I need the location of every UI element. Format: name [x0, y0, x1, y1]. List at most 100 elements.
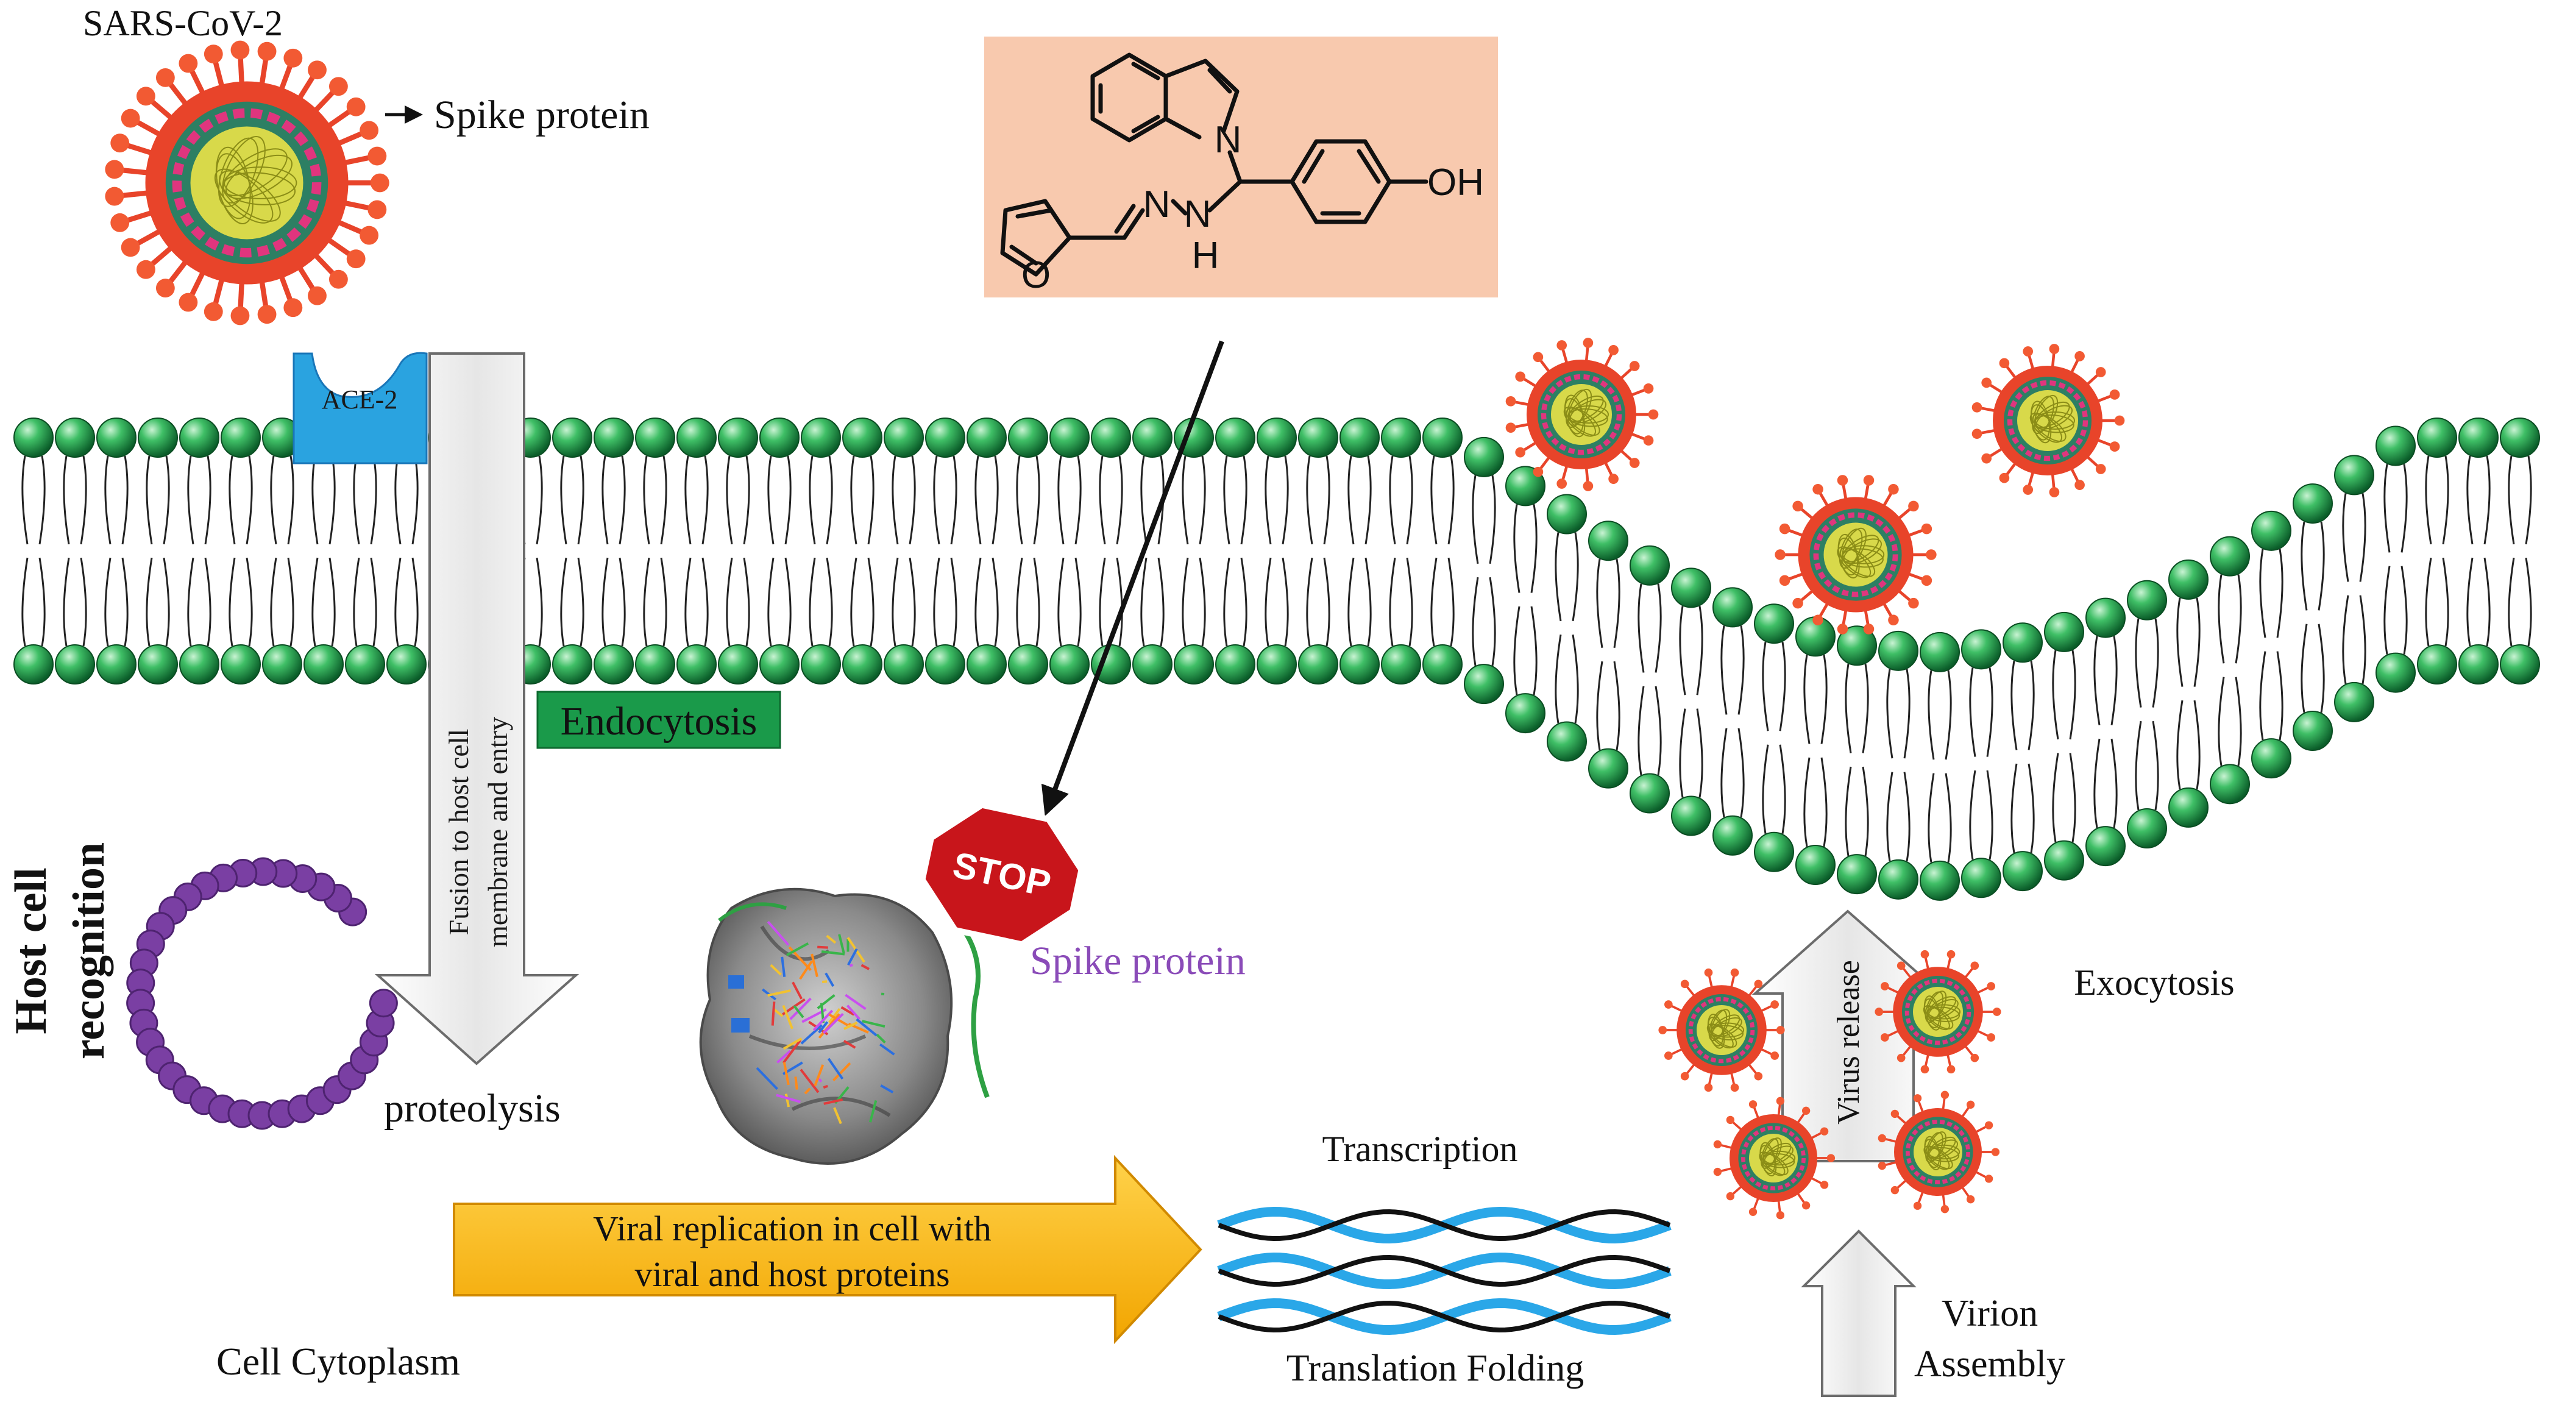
atom-n1: N: [1215, 119, 1242, 161]
lipid-tail: [1430, 455, 1455, 545]
lipid-head: [1837, 625, 1877, 666]
lipid-head: [1920, 631, 1960, 672]
ligand-bond: [782, 1004, 793, 1029]
lipid-tail: [1099, 455, 1123, 545]
lipid-tail: [1928, 773, 1952, 863]
stop-sign: STOP: [919, 802, 1085, 948]
virion-capsid: [1904, 978, 1971, 1045]
lipid-tail: [2259, 549, 2283, 638]
spike-tip: [1776, 1097, 1785, 1105]
lipid-tail: [1762, 641, 1786, 731]
spike-tip: [2095, 464, 2106, 474]
inhibitor-molecule: N N N H O OH: [984, 37, 1498, 297]
lipid-tail: [1265, 557, 1289, 647]
ligand-bond: [827, 1058, 844, 1080]
transcription-label: Transcription: [1322, 1129, 1517, 1169]
rna-coil: [1837, 533, 1859, 576]
spike-tip: [2109, 389, 2120, 400]
spike-tip: [346, 97, 366, 116]
lipid-head: [884, 418, 924, 458]
lipid-head: [1422, 418, 1463, 458]
lipid-head: [1630, 773, 1670, 814]
virion-capsid: [1813, 512, 1898, 597]
spike-tip: [1908, 500, 1919, 512]
lipid-head: [1215, 644, 1255, 684]
lipid-head: [2003, 851, 2043, 892]
spike-tip: [308, 60, 327, 80]
lipid-head: [221, 644, 261, 684]
lipid-head: [55, 418, 95, 458]
virion-capsid: [1741, 1126, 1806, 1190]
spike-tip: [1505, 422, 1516, 433]
ligand-bond: [843, 1021, 858, 1030]
spike-tip: [1863, 624, 1875, 635]
lipid-head: [2500, 644, 2540, 684]
lipid-tail: [2010, 763, 2035, 853]
rna-coil: [2034, 394, 2059, 432]
spike-tip: [1505, 396, 1516, 407]
lipid-tail: [933, 557, 957, 647]
lipid-tail: [311, 455, 336, 545]
spike-tip: [1921, 523, 1932, 535]
lipid-tail: [2135, 720, 2159, 811]
lipid-head: [635, 644, 675, 684]
spike-tip: [1970, 961, 1979, 970]
spike-tip: [1880, 1033, 1889, 1042]
atom-h: H: [1192, 235, 1219, 277]
ligand-bond: [776, 1093, 801, 1103]
lipid-head: [1961, 629, 2001, 670]
ligand-bond: [804, 1087, 811, 1095]
lipid-head: [2085, 597, 2126, 638]
lipid-head: [345, 644, 385, 684]
spike-tip: [1971, 402, 1982, 413]
rna-coil: [1841, 527, 1867, 567]
spike-tip: [1680, 1072, 1689, 1081]
lipid-tail: [1596, 558, 1620, 648]
spike-tip: [328, 269, 348, 289]
ligand-bond: [800, 1024, 823, 1045]
lipid-head: [386, 644, 427, 684]
ligand-bond: [822, 1012, 844, 1034]
spike-tip: [1730, 1083, 1739, 1092]
spike-tip: [1999, 472, 2010, 483]
lipid-tail: [1306, 455, 1330, 545]
spike-tip: [1908, 597, 1919, 609]
lipid-tail: [394, 455, 419, 545]
lipid-tail: [2218, 574, 2242, 664]
lipid-tail: [2342, 493, 2366, 582]
spike-tip: [1940, 1205, 1950, 1214]
lipid-head: [96, 418, 137, 458]
spike-tip: [1792, 597, 1803, 609]
spike-tip: [105, 187, 124, 206]
lipid-tail: [1389, 557, 1413, 647]
lipid-head: [1712, 587, 1753, 628]
rna-coil: [1924, 1136, 1940, 1168]
spike-tip: [230, 40, 250, 60]
spike-tip: [370, 173, 389, 193]
spike-tip: [1926, 549, 1937, 560]
ligand-bond: [794, 1076, 798, 1090]
lipid-tail: [1347, 557, 1372, 647]
lipid-head: [221, 418, 261, 458]
spike-tip: [1629, 361, 1640, 371]
spike-tip: [257, 305, 277, 324]
lipid-head: [1671, 795, 1711, 836]
spike-tip: [1999, 358, 2010, 369]
lipid-head: [1257, 418, 1297, 458]
lipid-head: [1339, 644, 1380, 684]
rna-strands: [1217, 1207, 1672, 1335]
spike-tip: [1643, 383, 1654, 394]
molecule-bonds: [1000, 52, 1428, 277]
spike-tip: [1966, 1195, 1975, 1204]
lipid-tail: [2218, 677, 2242, 766]
lipid-tail: [229, 557, 253, 647]
spike-tip: [1890, 1109, 1900, 1118]
lipid-tail: [1057, 455, 1082, 545]
lipid-tail: [1886, 772, 1911, 862]
atom-n3: N: [1184, 193, 1212, 235]
lipid-tail: [1803, 655, 1828, 744]
endocytosis-badge: Endocytosis: [536, 691, 781, 749]
rna-coil: [1764, 1145, 1794, 1166]
spike-tip: [2109, 441, 2120, 452]
spike-tip: [1820, 1127, 1829, 1136]
